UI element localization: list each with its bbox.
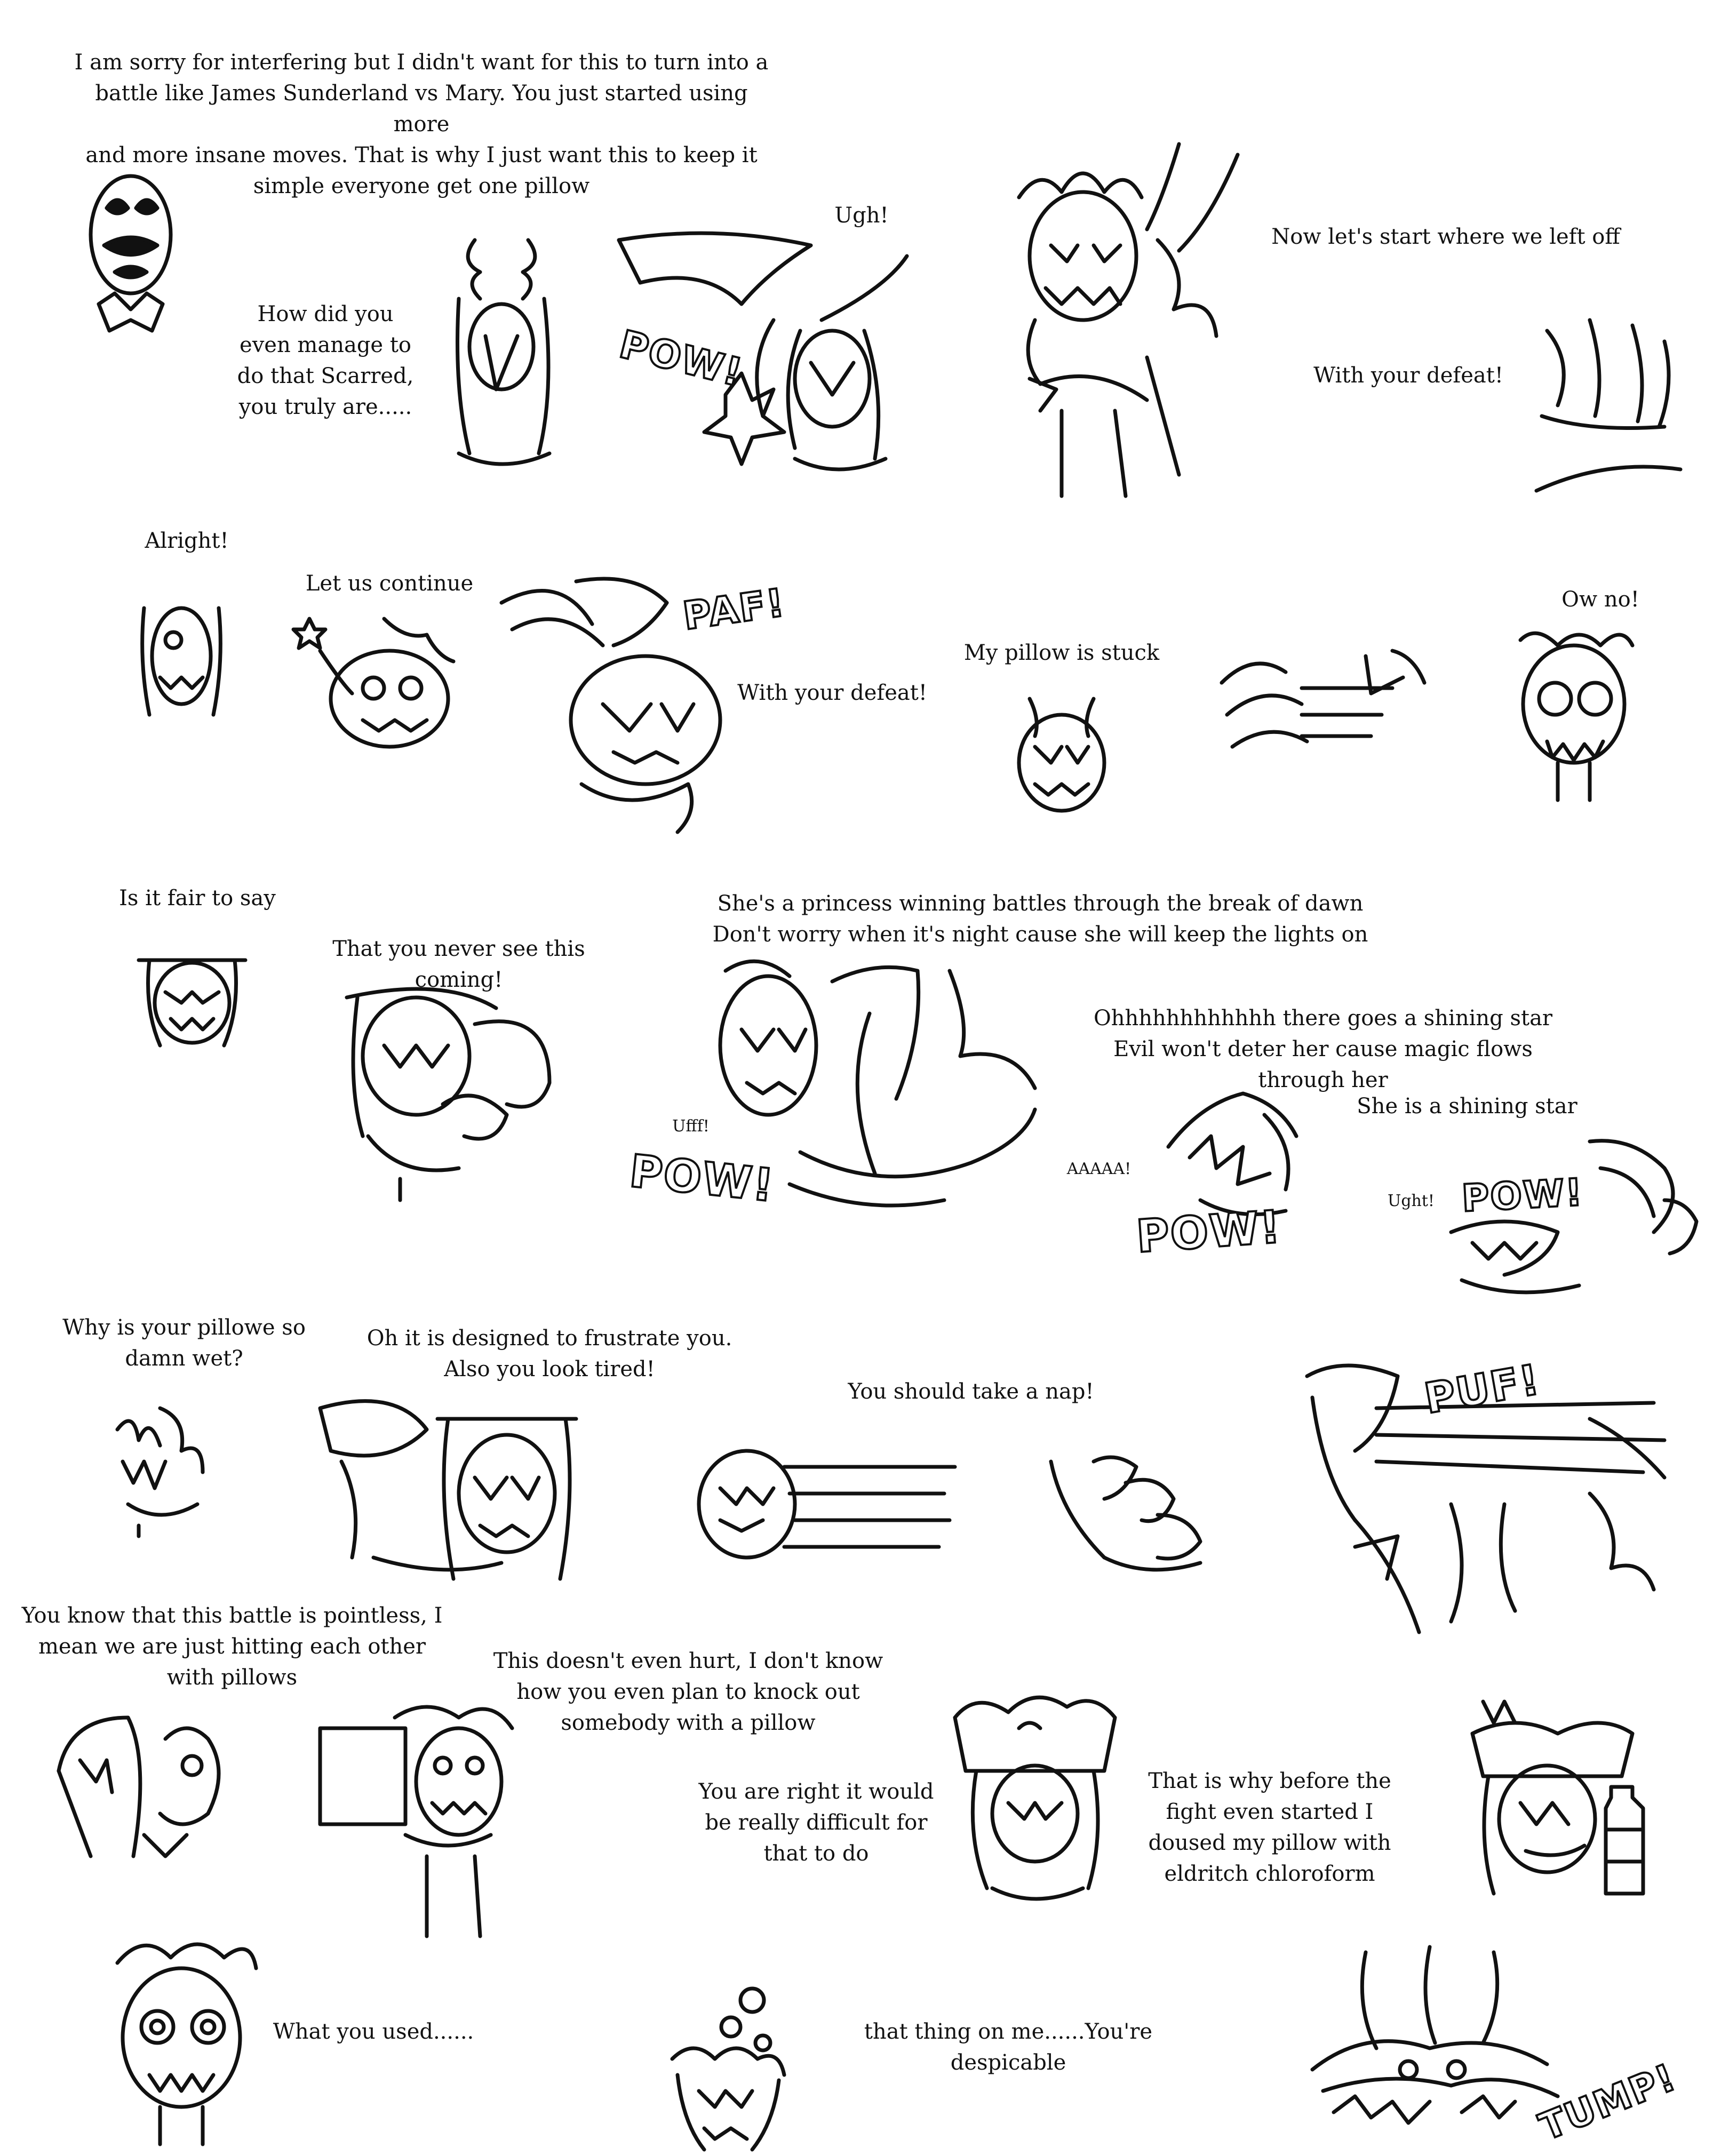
caption-intro: I am sorry for interfering but I didn't …	[74, 50, 769, 198]
caption-you-are-right: You are right it would be really difficu…	[698, 1779, 934, 1866]
caption-ught: Ught!	[1388, 1192, 1435, 1210]
caption-with-defeat-2: With your defeat!	[737, 681, 927, 705]
caption-what-used: What you used......	[273, 2019, 474, 2044]
hooded-face-drawing	[140, 606, 222, 717]
pumpkin-face-drawing	[1017, 697, 1106, 813]
knocked-out-drawing	[1310, 1945, 1560, 2125]
masked-character-drawing	[89, 174, 173, 333]
fading-character-drawing	[670, 1986, 786, 2152]
caption-with-defeat-1: With your defeat!	[1313, 363, 1503, 388]
caption-song-3: She is a shining star	[1357, 1094, 1577, 1119]
chloroform-bottle-character-drawing	[1470, 1699, 1645, 1896]
two-faces-drawing	[57, 1715, 221, 1858]
caption-frustrate: Oh it is designed to frustrate you. Also…	[366, 1326, 732, 1382]
caption-take-nap: You should take a nap!	[848, 1379, 1094, 1404]
caption-is-it-fair: Is it fair to say	[119, 886, 276, 911]
pow-hit-drawing	[617, 231, 909, 472]
sfx-pow-4: POW!	[1460, 1169, 1585, 1221]
catching-hand-drawing	[1049, 1455, 1202, 1572]
caption-pointless: You know that this battle is pointless, …	[21, 1603, 443, 1690]
claw-hand-drawing	[1534, 318, 1683, 493]
thrown-pillow-drawing	[697, 1449, 957, 1560]
caption-doesnt-hurt: This doesn't even hurt, I don't know how…	[493, 1649, 883, 1735]
caption-song-2: Ohhhhhhhhhhhh there goes a shining star …	[1093, 1006, 1553, 1092]
caption-let-us-continue: Let us continue	[305, 571, 474, 596]
star-wand-character-drawing	[291, 617, 456, 749]
flaming-hands-drawing	[115, 1406, 205, 1538]
pillow-holder-drawing	[318, 1705, 514, 1938]
kick-attack-drawing	[718, 959, 1037, 1208]
paf-hit-drawing	[499, 577, 722, 834]
caption-aaaaa: AAAAA!	[1066, 1160, 1132, 1178]
caption-ufff: Ufff!	[672, 1117, 710, 1136]
sfx-pow-3: POW!	[1134, 1200, 1284, 1264]
recoiling-claw-drawing	[1166, 1091, 1298, 1217]
caption-why-wet: Why is your pillowe so damn wet?	[62, 1315, 306, 1371]
caption-song-1: She's a princess winning battles through…	[712, 891, 1368, 947]
pillow-hug-character-drawing	[345, 987, 552, 1202]
caption-pillow-stuck: My pillow is stuck	[963, 641, 1160, 665]
stuck-pillow-drawing	[1220, 649, 1427, 749]
pillow-head-character-drawing	[953, 1695, 1117, 1901]
dizzy-skull-drawing	[115, 1942, 258, 2146]
skull-face-drawing	[1518, 631, 1635, 802]
puf-hit-drawing	[1305, 1363, 1667, 1634]
shocked-character-drawing	[456, 238, 552, 466]
pillow-swing-drawing	[1449, 1139, 1699, 1295]
caption-ow-no: Ow no!	[1561, 587, 1639, 612]
caption-despicable: that thing on me......You're despicable	[864, 2019, 1153, 2075]
grinning-character-drawing	[1017, 142, 1240, 498]
caption-alright: Alright!	[145, 529, 229, 553]
caption-lets-start: Now let's start where we left off	[1271, 225, 1620, 249]
wet-pillow-character-drawing	[318, 1399, 578, 1581]
peeking-face-drawing	[137, 958, 248, 1048]
caption-how-did-you: How did you even manage to do that Scarr…	[237, 302, 414, 419]
caption-ugh: Ugh!	[834, 203, 889, 228]
caption-doused: That is why before the fight even starte…	[1148, 1769, 1391, 1886]
